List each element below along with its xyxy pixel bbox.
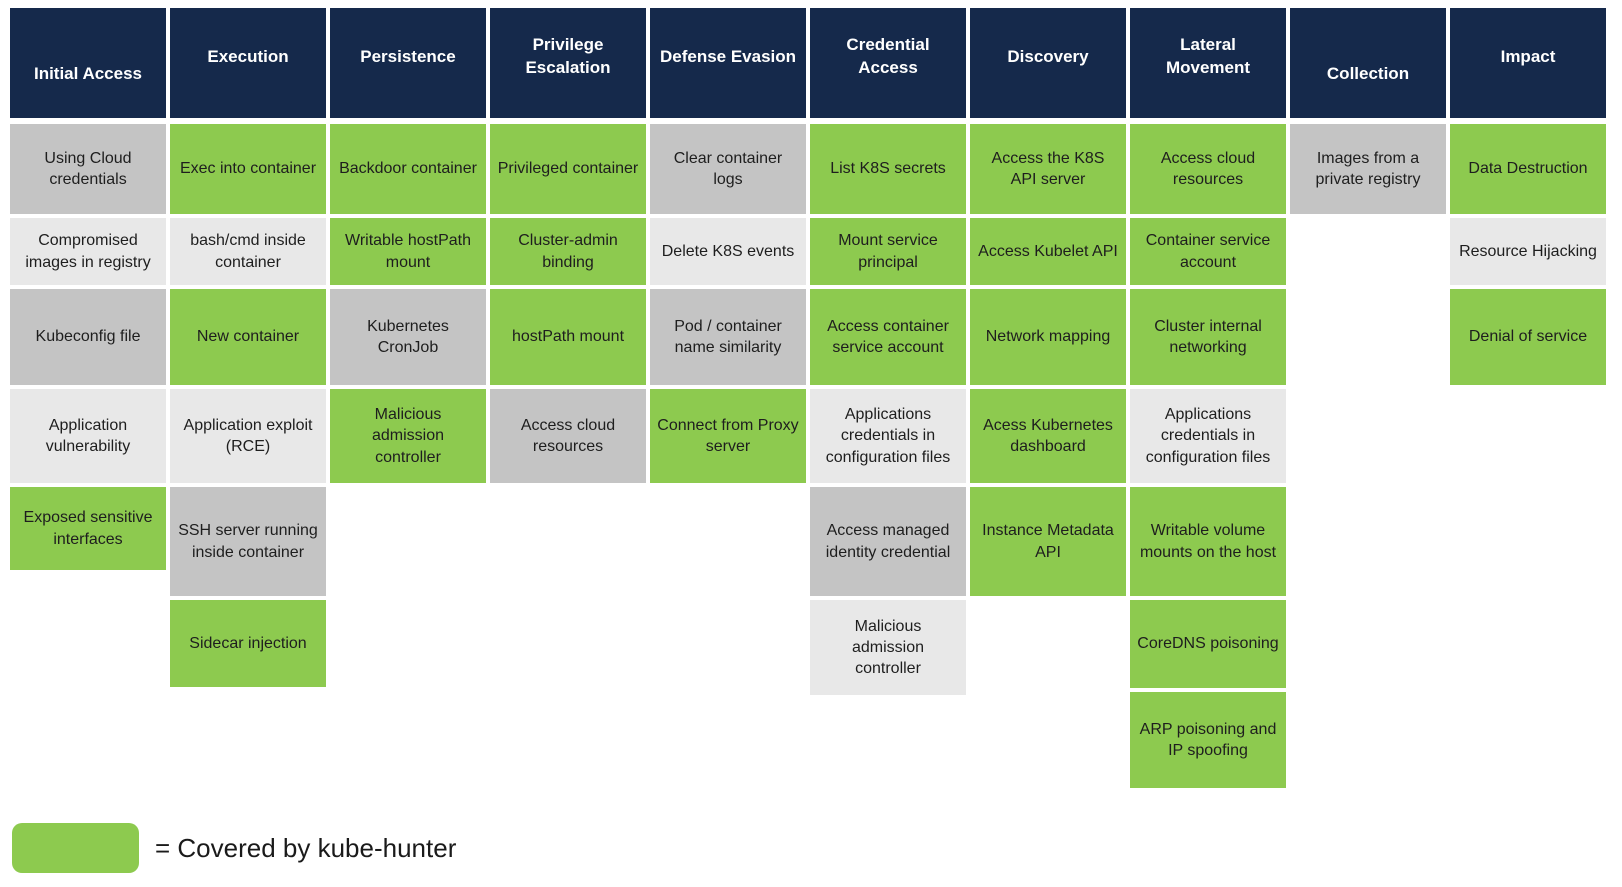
technique-cell-cluster-internal-networking: Cluster internal networking [1130, 289, 1286, 385]
technique-cell-bash-cmd-inside-container: bash/cmd inside container [170, 218, 326, 285]
technique-cell-cluster-admin-binding: Cluster-admin binding [490, 218, 646, 285]
technique-cell-malicious-admission-controller: Malicious admission controller [330, 389, 486, 483]
technique-cell-application-vulnerability: Application vulnerability [10, 389, 166, 483]
technique-cell-access-container-service-account: Access container service account [810, 289, 966, 385]
technique-cell-instance-metadata-api: Instance Metadata API [970, 487, 1126, 596]
column-header-privilege-escalation: Privilege Escalation [490, 8, 646, 118]
technique-cell-privileged-container: Privileged container [490, 124, 646, 214]
technique-cell-clear-container-logs: Clear container logs [650, 124, 806, 214]
technique-cell-application-exploit-rce: Application exploit (RCE) [170, 389, 326, 483]
column-header-credential-access: Credential Access [810, 8, 966, 118]
technique-cell-mount-service-principal: Mount service principal [810, 218, 966, 285]
column-header-persistence: Persistence [330, 8, 486, 118]
technique-cell-access-managed-identity-credential: Access managed identity credential [810, 487, 966, 596]
technique-cell-coredns-poisoning: CoreDNS poisoning [1130, 600, 1286, 688]
technique-cell-access-the-k8s-api-server: Access the K8S API server [970, 124, 1126, 214]
column-header-initial-access: Initial Access [10, 8, 166, 118]
technique-cell-arp-poisoning-and-ip-spoofing: ARP poisoning and IP spoofing [1130, 692, 1286, 788]
legend-label: = Covered by kube-hunter [155, 832, 457, 863]
technique-cell-sidecar-injection: Sidecar injection [170, 600, 326, 687]
technique-cell-denial-of-service: Denial of service [1450, 289, 1606, 385]
technique-cell-kubeconfig-file: Kubeconfig file [10, 289, 166, 385]
technique-cell-kubernetes-cronjob: Kubernetes CronJob [330, 289, 486, 385]
technique-cell-ssh-server-running-inside-container: SSH server running inside container [170, 487, 326, 596]
column-header-execution: Execution [170, 8, 326, 118]
column-header-lateral-movement: Lateral Movement [1130, 8, 1286, 118]
technique-cell-network-mapping: Network mapping [970, 289, 1126, 385]
technique-cell-acess-kubernetes-dashboard: Acess Kubernetes dashboard [970, 389, 1126, 483]
technique-cell-pod-container-name-similarity: Pod / container name similarity [650, 289, 806, 385]
technique-cell-compromised-images-in-registry: Compromised images in registry [10, 218, 166, 285]
technique-cell-writable-hostpath-mount: Writable hostPath mount [330, 218, 486, 285]
technique-cell-applications-credentials-in-configuration-files: Applications credentials in configuratio… [1130, 389, 1286, 483]
technique-cell-using-cloud-credentials: Using Cloud credentials [10, 124, 166, 214]
technique-cell-writable-volume-mounts-on-the-host: Writable volume mounts on the host [1130, 487, 1286, 596]
technique-cell-hostpath-mount: hostPath mount [490, 289, 646, 385]
column-header-impact: Impact [1450, 8, 1606, 118]
technique-cell-delete-k8s-events: Delete K8S events [650, 218, 806, 285]
technique-cell-access-cloud-resources: Access cloud resources [490, 389, 646, 483]
column-header-defense-evasion: Defense Evasion [650, 8, 806, 118]
technique-cell-malicious-admission-controller: Malicious admission controller [810, 600, 966, 695]
technique-cell-exec-into-container: Exec into container [170, 124, 326, 214]
technique-cell-exposed-sensitive-interfaces: Exposed sensitive interfaces [10, 487, 166, 570]
technique-cell-backdoor-container: Backdoor container [330, 124, 486, 214]
technique-cell-container-service-account: Container service account [1130, 218, 1286, 285]
legend-covered-swatch [12, 823, 139, 873]
column-header-collection: Collection [1290, 8, 1446, 118]
technique-cell-images-from-a-private-registry: Images from a private registry [1290, 124, 1446, 214]
legend: = Covered by kube-hunter [12, 823, 456, 873]
column-header-discovery: Discovery [970, 8, 1126, 118]
technique-cell-applications-credentials-in-configuration-files: Applications credentials in configuratio… [810, 389, 966, 483]
technique-cell-connect-from-proxy-server: Connect from Proxy server [650, 389, 806, 483]
technique-cell-resource-hijacking: Resource Hijacking [1450, 218, 1606, 285]
technique-cell-new-container: New container [170, 289, 326, 385]
technique-cell-access-cloud-resources: Access cloud resources [1130, 124, 1286, 214]
technique-cell-list-k8s-secrets: List K8S secrets [810, 124, 966, 214]
technique-cell-data-destruction: Data Destruction [1450, 124, 1606, 214]
technique-cell-access-kubelet-api: Access Kubelet API [970, 218, 1126, 285]
